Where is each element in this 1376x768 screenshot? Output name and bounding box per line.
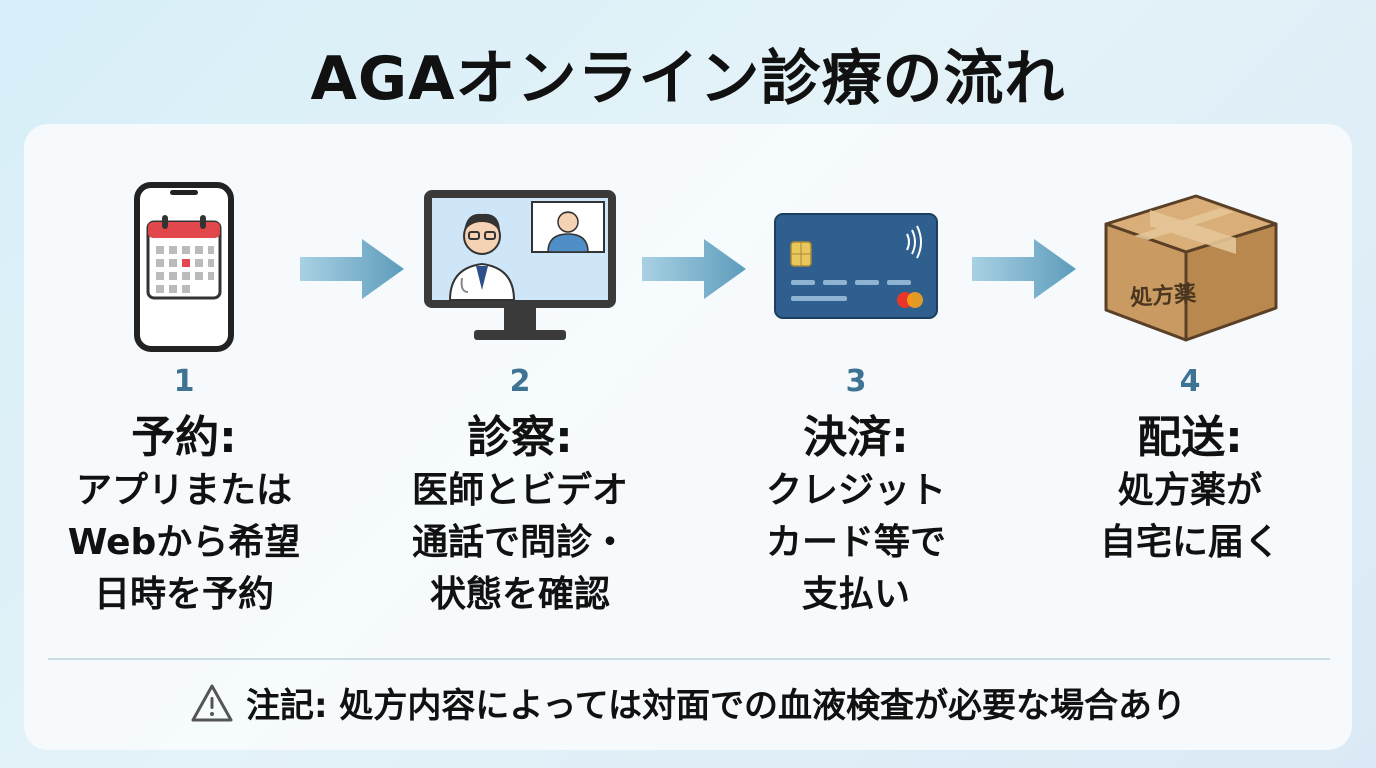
step-2: 2 診察: 医師とビデオ 通話で問診・ 状態を確認: [360, 176, 680, 621]
step-heading: 配送:: [1137, 412, 1243, 463]
step-description-line: カード等で: [765, 522, 946, 563]
step-description-line: アプリまたは: [75, 470, 292, 511]
step-description-line: クレジット: [765, 470, 946, 511]
step-heading: 診察:: [467, 412, 573, 463]
step-description-line: 日時を予約: [93, 574, 274, 615]
step-number: 1: [173, 364, 195, 399]
step-3: 3 決済: クレジット カード等で 支払い: [696, 176, 1016, 621]
step-number: 2: [509, 364, 531, 399]
arrow-right-icon: [300, 239, 404, 299]
smartphone-calendar-icon: [24, 176, 344, 356]
note: 注記: 処方内容によっては対面での血液検査が必要な場合あり: [24, 678, 1352, 727]
step-description-line: 処方薬が: [1117, 470, 1262, 511]
divider: [48, 658, 1330, 660]
step-description-line: 通話で問診・: [411, 522, 628, 563]
step-description-line: 医師とビデオ: [411, 470, 628, 511]
box-label: 処方薬: [1129, 281, 1197, 312]
step-number: 4: [1179, 364, 1201, 399]
package-box-icon: 処方薬: [1030, 176, 1350, 356]
note-label: 注記:: [245, 686, 328, 726]
step-description-line: 自宅に届く: [1099, 522, 1280, 563]
step-description-line: 支払い: [801, 574, 910, 615]
warning-icon: [191, 684, 233, 722]
step-1: 1 予約: アプリまたは Webから希望 日時を予約: [24, 176, 344, 621]
monitor-video-call-icon: [360, 176, 680, 356]
step-4: 処方薬 4 配送: 処方薬が 自宅に届く: [1030, 176, 1350, 569]
note-text: 処方内容によっては対面での血液検査が必要な場合あり: [339, 686, 1187, 726]
credit-card-icon: [696, 176, 1016, 356]
step-number: 3: [845, 364, 867, 399]
step-description-line: Webから希望: [67, 522, 301, 563]
arrow-right-icon: [642, 239, 746, 299]
flow-panel: 1 予約: アプリまたは Webから希望 日時を予約: [24, 124, 1352, 750]
step-heading: 予約:: [131, 412, 237, 463]
step-heading: 決済:: [803, 412, 909, 463]
page-title: AGAオンライン診療の流れ: [310, 44, 1066, 114]
arrow-right-icon: [972, 239, 1076, 299]
step-description-line: 状態を確認: [429, 574, 610, 615]
